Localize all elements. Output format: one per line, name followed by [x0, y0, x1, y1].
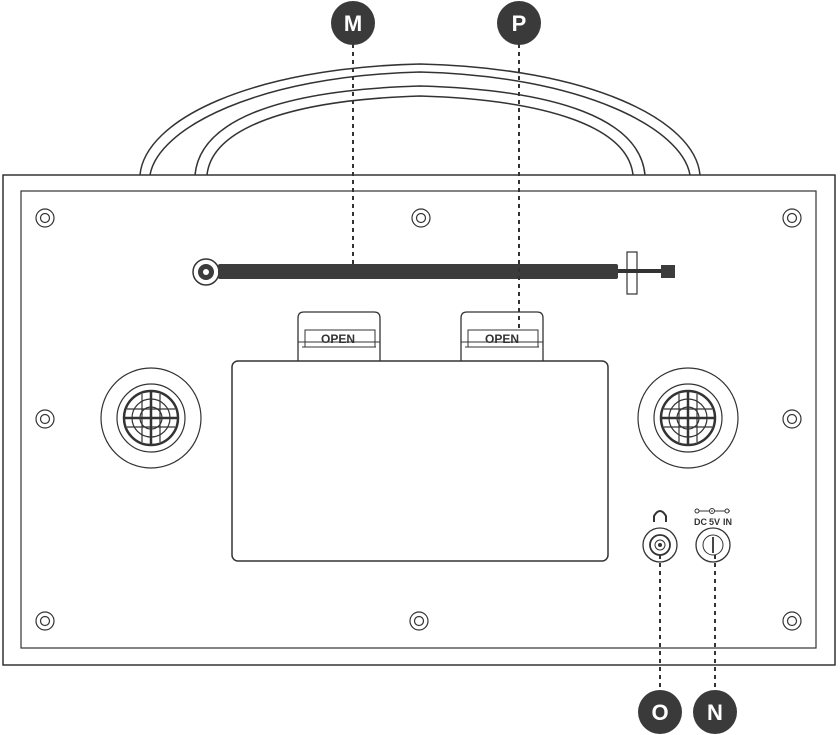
latch-label-left: OPEN — [321, 332, 355, 346]
screw-icon — [35, 208, 55, 228]
headphone-jack — [642, 510, 678, 563]
battery-latch-left: OPEN — [297, 311, 381, 362]
dc-in-jack: DC 5V IN — [694, 508, 732, 563]
dc-label-in: IN — [723, 517, 732, 527]
battery-compartment-door — [231, 360, 609, 562]
carry-handle — [139, 63, 701, 176]
dc-label-5v: 5V — [709, 517, 720, 527]
callout-p: P — [497, 1, 541, 45]
right-speaker — [637, 367, 739, 469]
screw-icon — [35, 611, 55, 631]
callout-n: N — [693, 690, 737, 734]
screw-icon — [409, 611, 429, 631]
screw-icon — [35, 409, 55, 429]
dc-label-dc: DC — [694, 517, 707, 527]
telescopic-antenna — [192, 251, 675, 295]
screw-icon — [782, 208, 802, 228]
callout-m-label: M — [344, 11, 362, 36]
screw-icon — [782, 611, 802, 631]
screw-set — [35, 208, 802, 631]
battery-latch-right: OPEN — [460, 311, 544, 362]
callout-p-label: P — [512, 11, 527, 36]
left-speaker — [100, 367, 202, 469]
callout-o: O — [638, 690, 682, 734]
screw-icon — [782, 409, 802, 429]
latch-label-right: OPEN — [485, 332, 519, 346]
callout-o-label: O — [651, 700, 668, 725]
callout-n-label: N — [707, 700, 723, 725]
screw-icon — [411, 208, 431, 228]
callout-m: M — [331, 1, 375, 45]
headphone-icon — [653, 510, 667, 522]
leader-lines — [352, 44, 716, 690]
